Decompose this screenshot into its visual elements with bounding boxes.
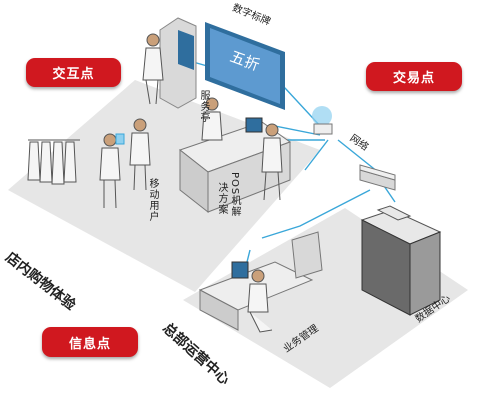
badge-transaction-point: 交易点 — [366, 62, 462, 91]
network-switch — [359, 164, 396, 191]
service-kiosk — [159, 17, 197, 109]
wireless-access-point — [312, 106, 333, 135]
store-clerk-figure — [129, 118, 151, 191]
mobile-user-figure — [99, 133, 125, 209]
clothes-rack — [27, 139, 80, 185]
hq-operator-figure — [247, 269, 273, 333]
label-pos-solution-line2: 决方案 — [216, 182, 227, 215]
label-service-desk: 服务亭 — [198, 90, 209, 123]
digital-signage-screen — [205, 22, 285, 110]
kiosk-user-figure — [142, 33, 164, 105]
badge-information-point: 信息点 — [42, 327, 138, 357]
badge-interaction-point: 交互点 — [26, 58, 121, 87]
server-racks — [360, 205, 442, 316]
cashier-figure — [201, 97, 223, 141]
label-pos-solution-line1: POS机解 — [229, 172, 240, 218]
label-mobile-user: 移动用户 — [147, 178, 158, 222]
customer-figure — [261, 123, 283, 201]
